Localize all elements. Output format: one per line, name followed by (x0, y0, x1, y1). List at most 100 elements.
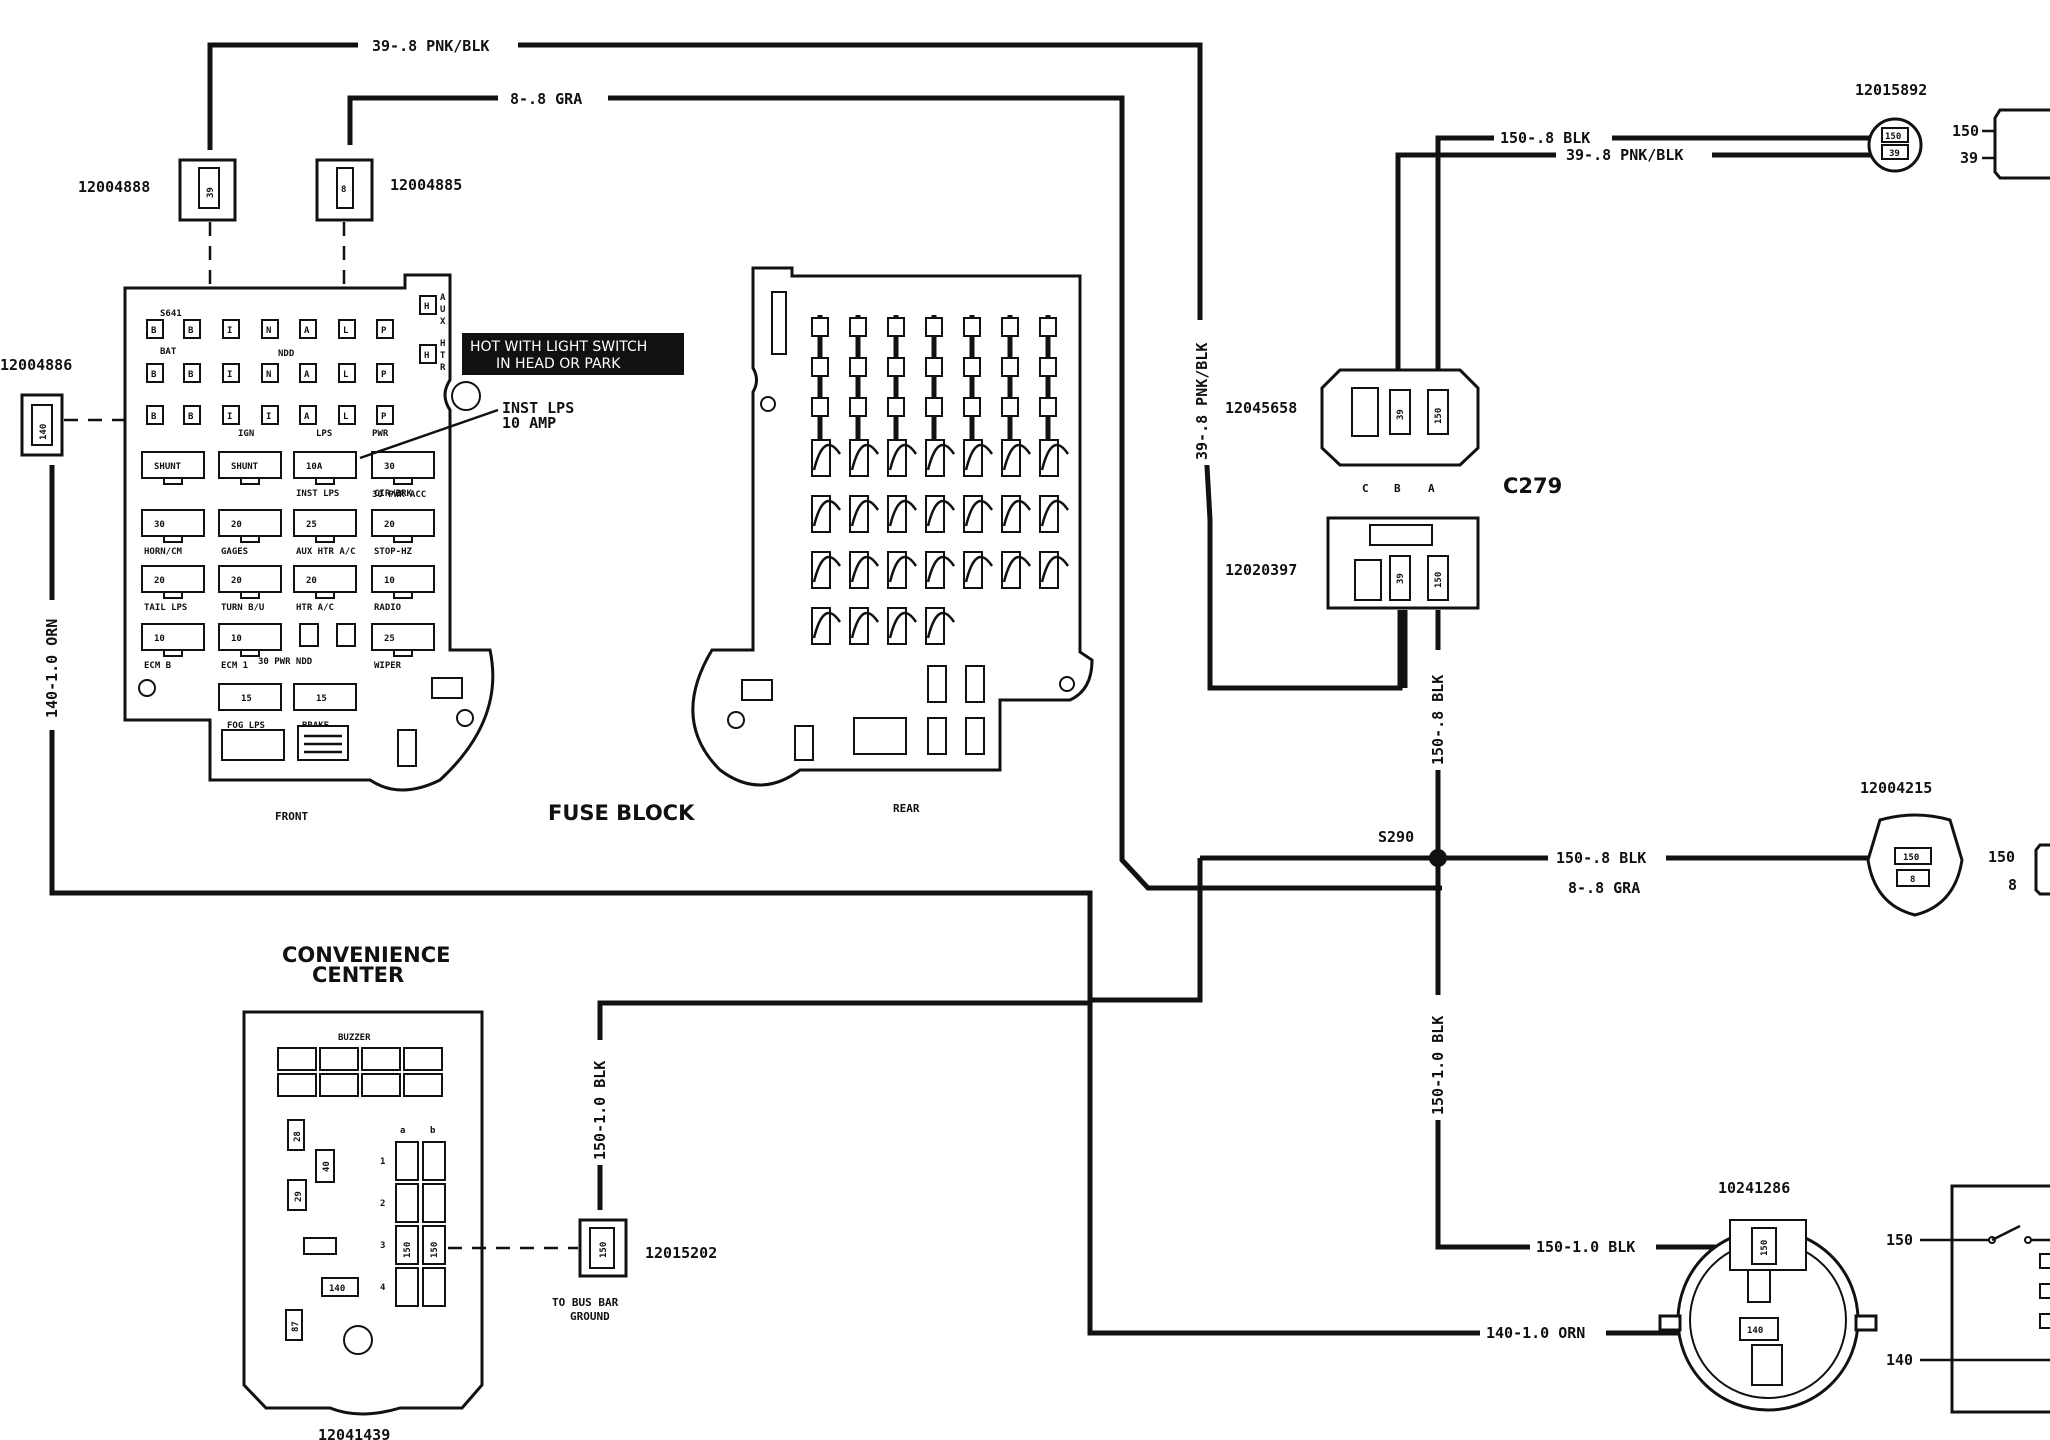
relay-terminal: I (222, 405, 240, 425)
row-label: 2 (380, 1199, 385, 1209)
relay-terminal: B (183, 405, 201, 425)
wire-label: 39-.8 PNK/BLK (1193, 343, 1211, 460)
fuse-name: FOG LPS (227, 721, 265, 731)
wire-150-ground (597, 1000, 1090, 1210)
fuse-caption: 30 PWR ACC (372, 490, 426, 500)
relay-terminal: A (299, 405, 317, 425)
fuse-name: STOP-HZ (374, 547, 413, 557)
wire-label: 140-1.0 ORN (43, 619, 61, 718)
buzzer-cell (277, 1047, 317, 1071)
terminal-letter: B (151, 326, 157, 336)
cc-cavity (395, 1183, 419, 1223)
cc-cavity (395, 1225, 419, 1265)
splice-s290 (1429, 849, 1447, 867)
relay-terminal: I (222, 319, 240, 339)
terminal-letter: B (188, 412, 194, 422)
pin-label: 150 (1885, 132, 1901, 142)
rear-bar (771, 291, 787, 355)
pin-label: 150 (599, 1242, 609, 1258)
row-label: 4 (380, 1283, 386, 1293)
buzzer-grid (277, 1047, 443, 1097)
pin-label: 140 (39, 424, 49, 440)
buzzer-label: BUZZER (338, 1033, 371, 1043)
wire-label: 140-1.0 ORN (1486, 1324, 1585, 1342)
relay-terminal: N (261, 363, 279, 383)
terminal-letter: L (343, 326, 349, 336)
buzzer-cell (403, 1047, 443, 1071)
pin-label: 140 (1886, 1351, 1913, 1369)
pin-label: 150 (403, 1242, 413, 1258)
wire-label: 150-1.0 BLK (1536, 1238, 1635, 1256)
rear-cavity (927, 665, 947, 703)
rear-grid (771, 291, 1070, 755)
connector-12004215: 12004215 150 8 150 8 (1860, 779, 2050, 917)
fuse-value: 10 (231, 634, 242, 644)
switch-box: 150 140 (1886, 1184, 2050, 1414)
connector-12020397: 12020397 39 150 (1225, 516, 1480, 610)
buzzer-cell (361, 1073, 401, 1097)
bus-label: LPS (316, 429, 332, 439)
relay-terminal: I (261, 405, 279, 425)
terminal-letter: I (227, 370, 232, 380)
connector-12015202: 150 12015202 TO BUS BAR GROUND (552, 1218, 717, 1323)
rear-column (1039, 315, 1070, 589)
pin-label: 39 (1960, 149, 1978, 167)
terminal-letter: A (304, 412, 310, 422)
fuse-name: AUX HTR A/C (296, 547, 356, 557)
wire-150-top (1435, 135, 1880, 400)
wire-label: 150-.8 BLK (1500, 129, 1590, 147)
fuse-value: 20 (384, 520, 395, 530)
rear-cavity (965, 665, 985, 703)
terminal-letter: B (151, 370, 157, 380)
relay-terminal: B (146, 405, 164, 425)
fuse-value: 30 (384, 462, 395, 472)
part-number: 10241286 (1718, 1179, 1790, 1197)
wire-label: 8-.8 GRA (1568, 879, 1640, 897)
pin-label: 150 (1434, 572, 1444, 588)
wire-39-right (1395, 152, 1880, 400)
part-number: 12045658 (1225, 399, 1297, 417)
buzzer-cell (319, 1073, 359, 1097)
ground-label: GROUND (570, 1310, 610, 1323)
c279-label: C279 (1503, 474, 1562, 498)
col-label: b (430, 1126, 436, 1136)
relay-terminal: L (338, 363, 356, 383)
wire-labels: 39-.8 PNK/BLK 8-.8 GRA 39-.8 PNK/BLK 150… (40, 34, 1712, 1344)
rear-column (887, 315, 918, 645)
side-letter: T (440, 351, 446, 361)
pin-label: 150 (1988, 848, 2015, 866)
part-number: 12015202 (645, 1244, 717, 1262)
side-letter: R (440, 363, 446, 373)
terminal-letter: B (188, 370, 194, 380)
fuse-value: SHUNT (231, 462, 259, 472)
pin-label: 8 (341, 185, 346, 195)
part-number: 12015892 (1855, 81, 1927, 99)
callout-text: HOT WITH LIGHT SWITCH (470, 339, 647, 355)
pin-label: 39 (1889, 149, 1900, 159)
rear-column (849, 315, 880, 645)
terminal-letter: B (151, 412, 157, 422)
relay-terminal: P (376, 363, 394, 383)
fuse-name: WIPER (374, 661, 402, 671)
part-number: 12004885 (390, 176, 462, 194)
pin-label: 150 (1434, 408, 1444, 424)
part-number: 12041439 (318, 1426, 390, 1440)
fuse-cavity (299, 623, 319, 647)
fuse-value: 15 (241, 694, 252, 704)
cc-title: CENTER (312, 963, 404, 987)
terminal-letter: L (343, 412, 349, 422)
svg-text:H: H (424, 351, 429, 361)
front-label: FRONT (275, 810, 308, 823)
callout-text: IN HEAD OR PARK (496, 356, 621, 372)
fuse-name: CIR/BRK (374, 489, 413, 499)
fuse-name: TURN B/U (221, 603, 264, 613)
pin-label: 39 (206, 187, 216, 198)
